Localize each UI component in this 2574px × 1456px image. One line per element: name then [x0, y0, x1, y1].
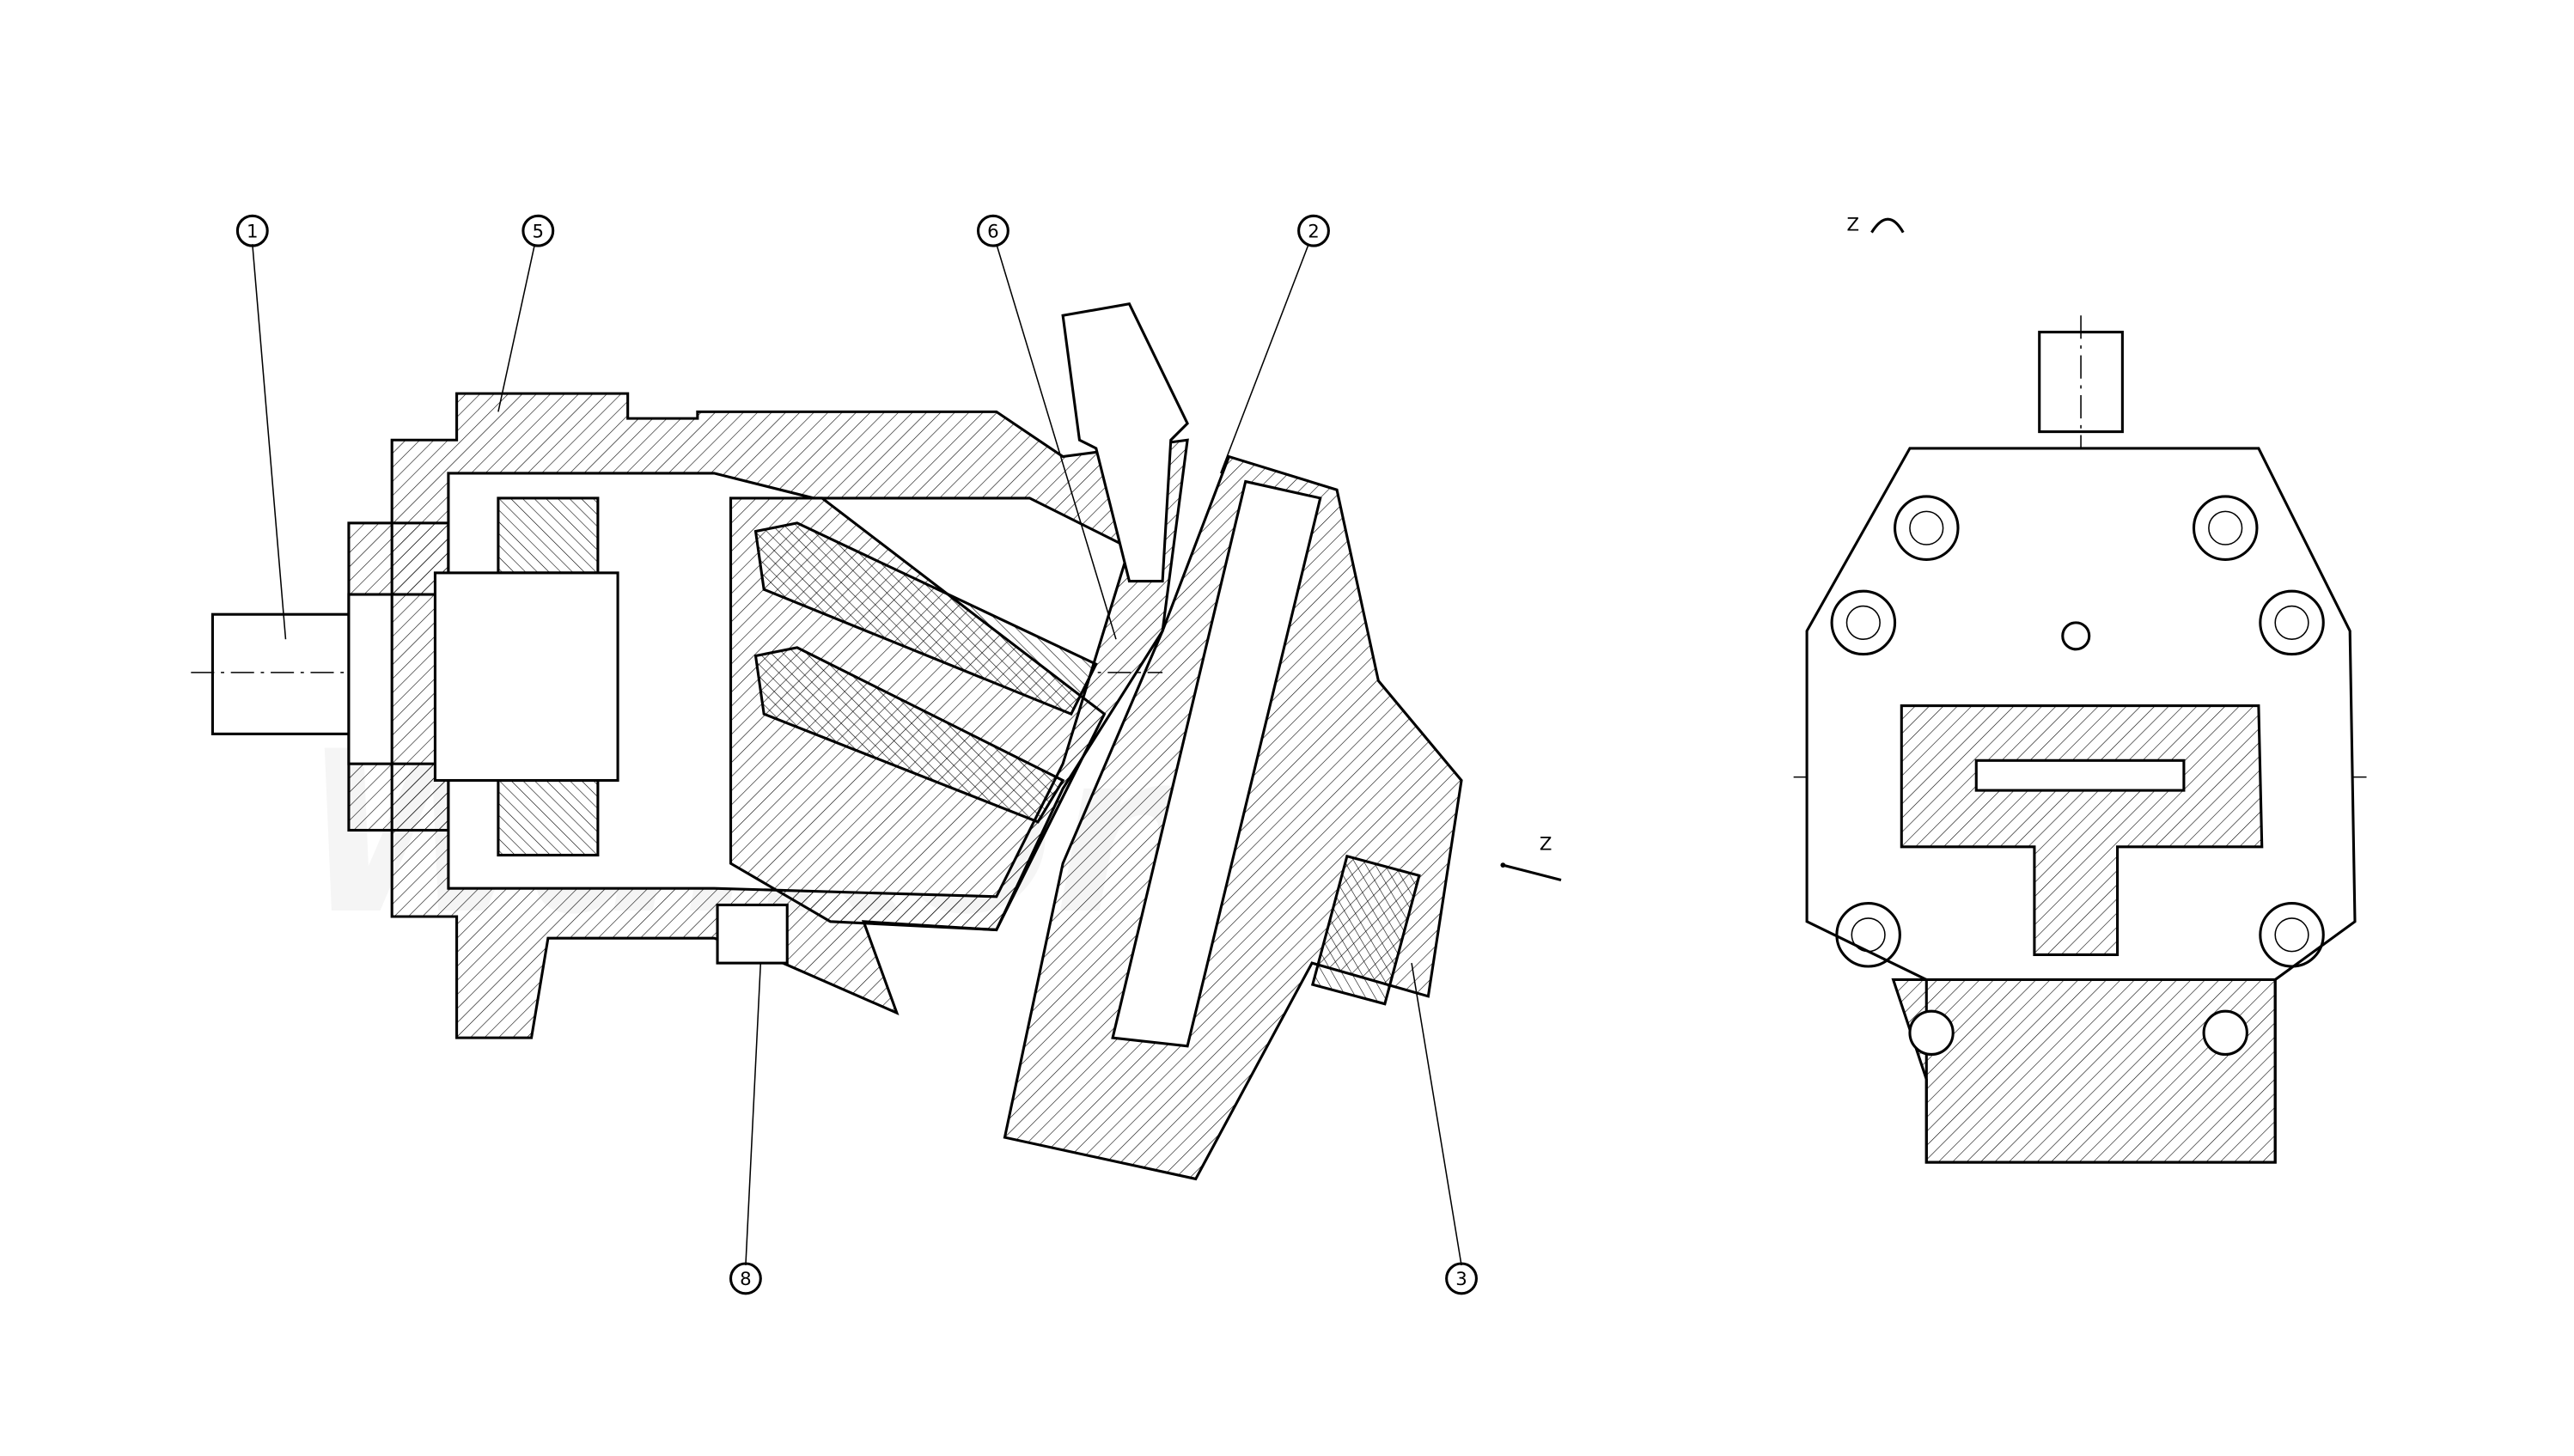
callout-3: 3 — [1411, 963, 1478, 1295]
svg-text:2: 2 — [1308, 221, 1320, 242]
bottom-block — [1891, 978, 2277, 1164]
svg-text:6: 6 — [987, 221, 999, 242]
output-shaft — [210, 612, 363, 735]
callout-1: 1 — [235, 214, 287, 640]
front-bearing — [497, 497, 600, 575]
svg-text:5: 5 — [533, 221, 545, 242]
mounting-bolts — [1830, 495, 2325, 1057]
piston-lower — [753, 646, 1065, 824]
view-z-title: Z — [1846, 215, 1859, 236]
callout-5: 5 — [497, 214, 555, 412]
side-section-view — [191, 302, 1463, 1181]
view-z: Z — [1793, 215, 2367, 1164]
svg-text:1: 1 — [247, 221, 259, 242]
svg-text:3: 3 — [1455, 1269, 1467, 1290]
callout-6: 6 — [976, 214, 1117, 640]
svg-text:8: 8 — [740, 1269, 752, 1290]
drain-plug — [716, 903, 789, 965]
section-arrow-z: Z — [1500, 834, 1562, 881]
callout-2: 2 — [1220, 214, 1330, 474]
rear-bearing — [497, 778, 600, 857]
piston-upper — [753, 521, 1098, 716]
relief-valve — [1310, 854, 1421, 1006]
rotation-arrow-icon — [1870, 217, 1905, 234]
callout-8: 8 — [729, 963, 762, 1295]
top-bolt — [1061, 302, 1189, 583]
spool-bore — [1974, 758, 2186, 792]
svg-text:Z: Z — [1540, 834, 1552, 856]
